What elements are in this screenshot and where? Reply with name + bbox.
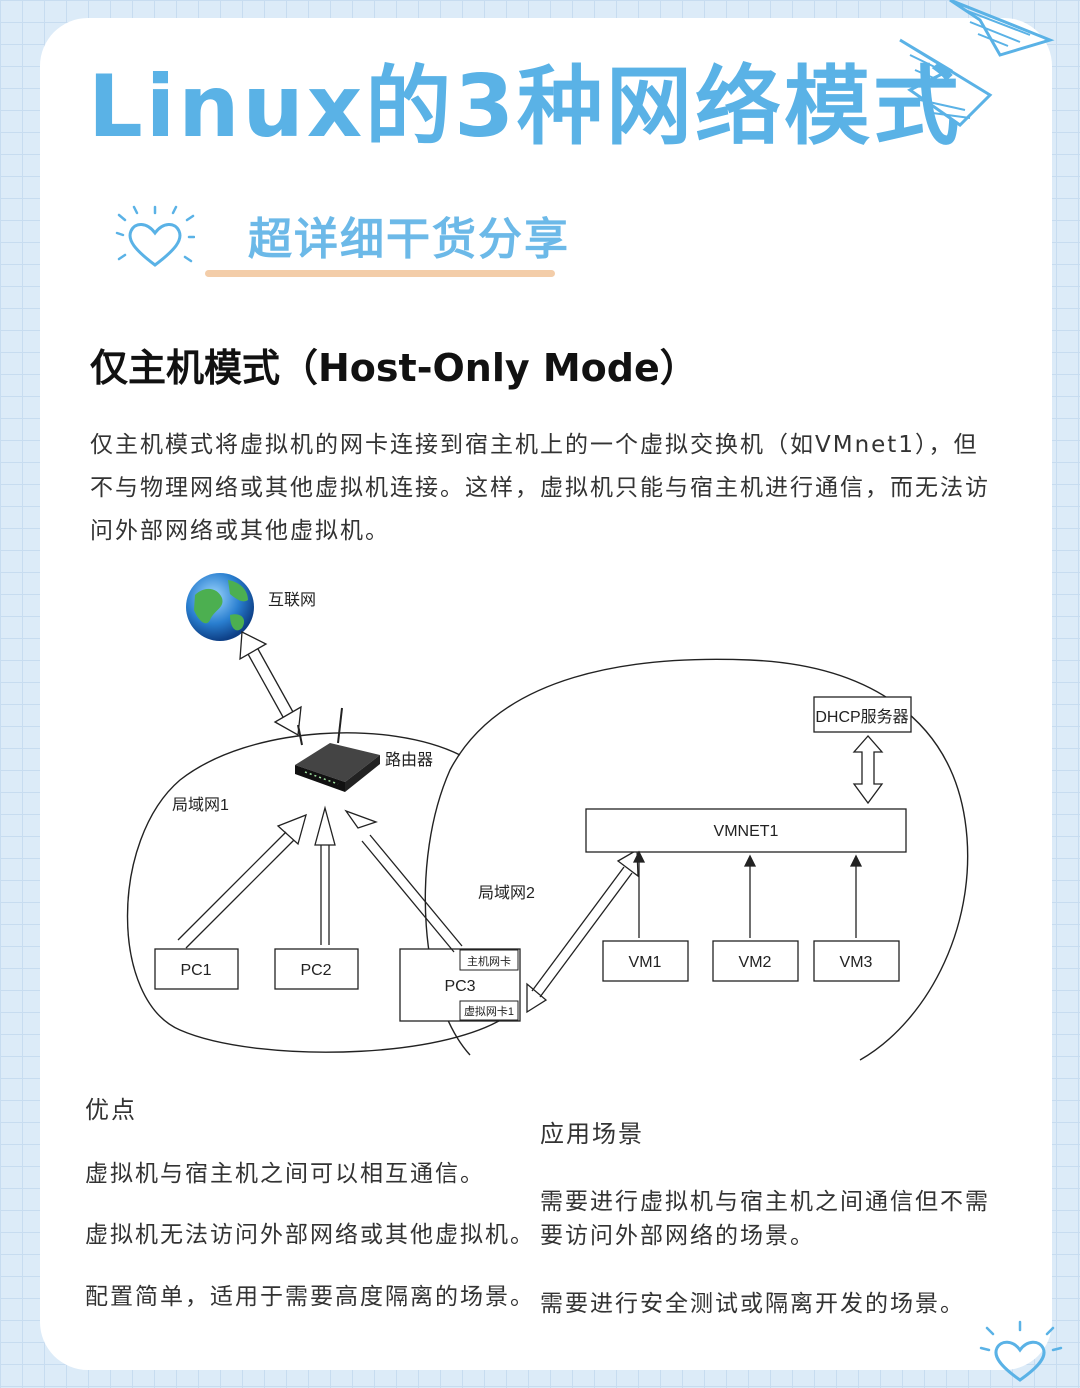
- advantage-item: 虚拟机与宿主机之间可以相互通信。: [85, 1161, 485, 1187]
- paper-plane-doodle-icon: [899, 0, 1055, 127]
- vm2-label: VM2: [739, 954, 772, 971]
- page-title: Linux的3种网络模式: [88, 57, 963, 157]
- virtual-nic-label: 虚拟网卡1: [464, 1004, 514, 1018]
- dhcp-vmnet-arrow: [852, 735, 884, 805]
- pc2-label: PC2: [300, 962, 331, 979]
- heart-doodle-icon: [115, 205, 195, 267]
- pc1-label: PC1: [180, 962, 211, 979]
- vm1-label: VM1: [629, 954, 662, 971]
- dhcp-server-box: [813, 696, 912, 733]
- internet-label: 互联网: [268, 591, 316, 609]
- host-nic-box: [459, 949, 519, 971]
- section-heading: 仅主机模式（Host-Only Mode）: [90, 346, 698, 390]
- router-icon: [295, 707, 380, 792]
- pc1-router-arrow: [177, 813, 307, 949]
- advantage-item: 虚拟机无法访问外部网络或其他虚拟机。: [85, 1222, 535, 1248]
- lan1-boundary: [126, 732, 521, 1053]
- lan2-boundary: [424, 658, 969, 1061]
- advantages-title: 优点: [85, 1096, 137, 1124]
- pc3-label: PC3: [444, 978, 475, 995]
- lan2-label: 局域网2: [478, 884, 535, 902]
- router-label: 路由器: [385, 751, 433, 769]
- advantage-item: 配置简单，适用于需要高度隔离的场景。: [85, 1284, 535, 1310]
- pc2-router-arrow: [314, 805, 336, 945]
- section-intro: 仅主机模式将虚拟机的网卡连接到宿主机上的一个虚拟交换机（如VMnet1），但不与…: [90, 432, 990, 544]
- vmnet1-label: VMNET1: [714, 823, 779, 840]
- host-nic-label: 主机网卡: [467, 954, 511, 968]
- heart-doodle-corner-icon: [979, 1320, 1063, 1382]
- pc1-box: [154, 948, 239, 990]
- vm3-box: [813, 940, 900, 982]
- vmnet1-switch-box: [585, 808, 907, 853]
- vm1-box: [602, 940, 689, 982]
- pc2-box: [274, 948, 359, 990]
- subtitle: 超详细干货分享: [248, 214, 570, 265]
- internet-router-arrow: [239, 630, 302, 737]
- virtual-nic-box: [459, 1000, 519, 1021]
- dhcp-label: DHCP服务器: [815, 708, 908, 726]
- application-item: 需要进行安全测试或隔离开发的场景。: [540, 1291, 965, 1317]
- applications-title: 应用场景: [540, 1120, 644, 1148]
- pc3-router-arrow: [344, 809, 463, 953]
- host-only-network-diagram: 互联网 路由器 局域网1 局域网2 PC1 PC2 PC3 主机网卡 虚拟网卡1: [126, 573, 969, 1061]
- content-card: [40, 18, 1052, 1370]
- lan1-label: 局域网1: [172, 796, 229, 814]
- vm3-label: VM3: [840, 954, 873, 971]
- vm2-box: [712, 940, 799, 982]
- pc3-vmnet-arrow: [526, 848, 639, 1014]
- subtitle-underline: [205, 270, 555, 277]
- internet-globe-icon: [186, 573, 254, 641]
- application-item: 需要进行虚拟机与宿主机之间通信但不需要访问外部网络的场景。: [540, 1189, 990, 1249]
